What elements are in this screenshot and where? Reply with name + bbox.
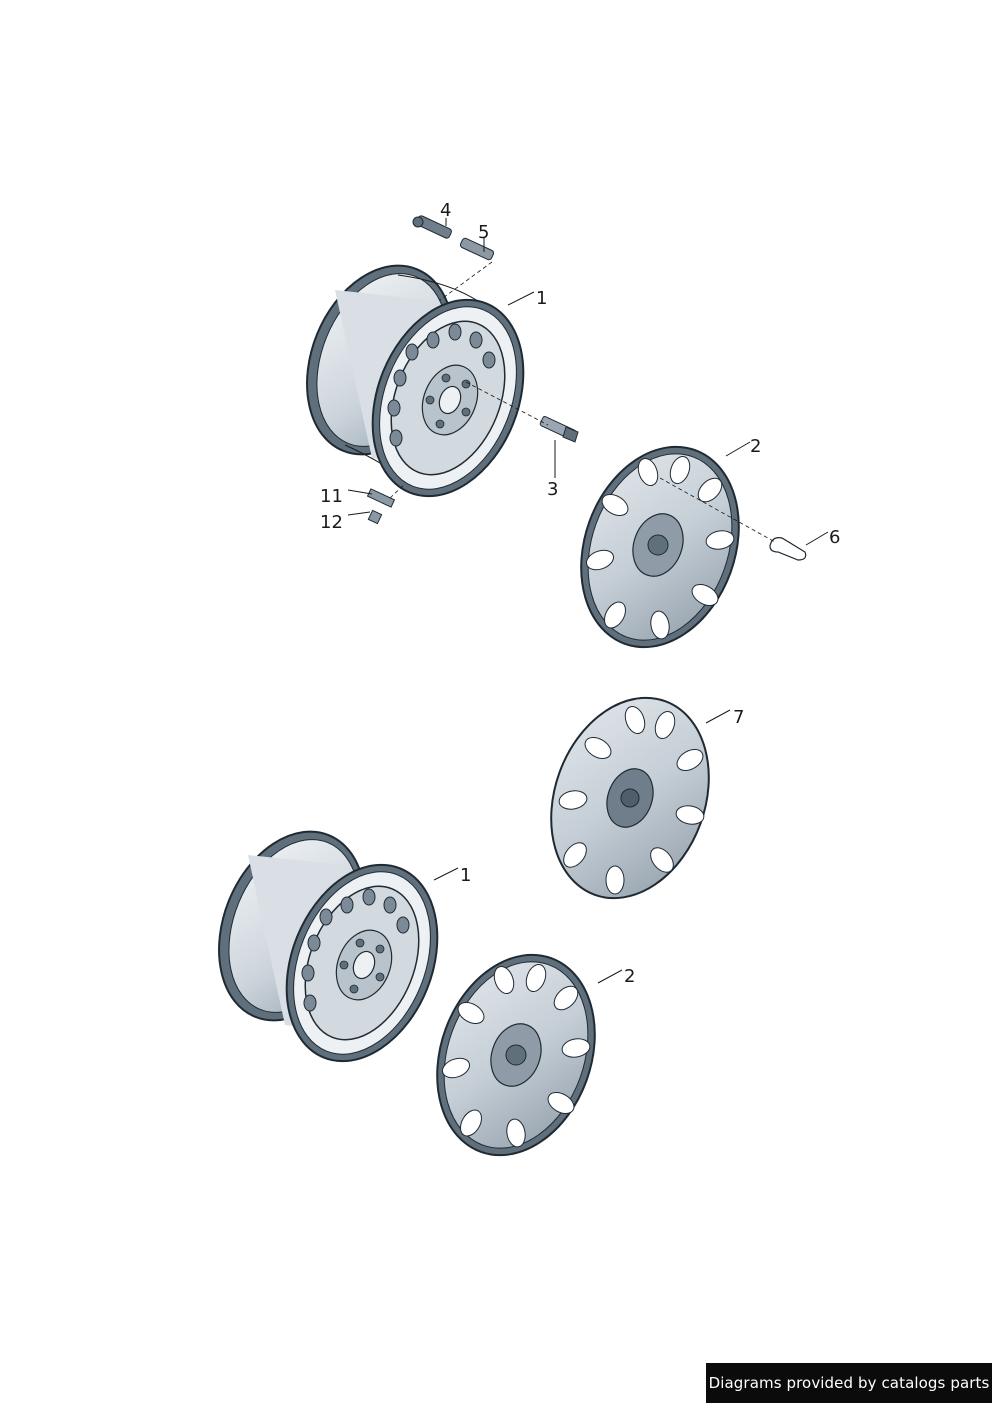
hub-cap-top[interactable] [554, 425, 765, 670]
callout-4: 4 [440, 200, 451, 221]
callout-6: 6 [829, 527, 840, 548]
callout-1-top: 1 [536, 288, 547, 309]
wheel-rim-top[interactable] [280, 244, 551, 519]
wheel-bolt-part[interactable] [539, 416, 579, 443]
removal-hook-part[interactable] [769, 537, 807, 561]
wheel-rim-bottom[interactable] [192, 810, 465, 1084]
hub-cap-bottom[interactable] [410, 933, 621, 1178]
callout-11: 11 [320, 486, 343, 507]
tire-valve-part[interactable] [412, 215, 452, 239]
callout-1-bottom: 1 [460, 865, 471, 886]
valve-cap-part[interactable] [459, 237, 495, 261]
balance-weight-small-part[interactable] [367, 509, 383, 525]
callout-12: 12 [320, 512, 343, 533]
callout-2-top: 2 [750, 436, 761, 457]
balance-weight-part[interactable] [366, 488, 396, 508]
callout-7: 7 [733, 707, 744, 728]
callout-5: 5 [478, 222, 489, 243]
callout-3: 3 [547, 479, 558, 500]
callout-2-bottom: 2 [624, 966, 635, 987]
attribution-banner: Diagrams provided by catalogs parts [706, 1363, 992, 1403]
full-wheel-cover[interactable] [524, 676, 735, 921]
